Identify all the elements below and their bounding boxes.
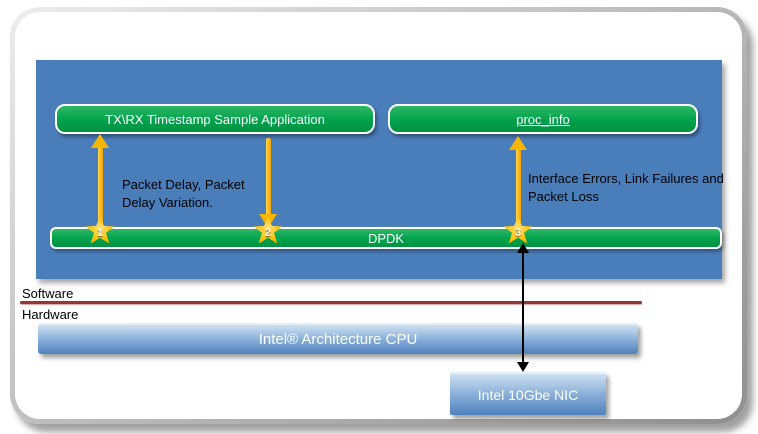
- dpdk-label: DPDK: [367, 230, 405, 246]
- proc-info-label: proc_info: [516, 111, 570, 127]
- cpu-label: Intel® Architecture CPU: [258, 331, 418, 348]
- dpdk-nic-arrow-up-head-icon: [517, 243, 529, 253]
- proc-info-box: proc_info: [388, 104, 698, 134]
- up-arrow-3-head-icon: [509, 136, 527, 150]
- cpu-bar: Intel® Architecture CPU: [38, 323, 638, 354]
- software-layer-label: Software: [22, 286, 74, 301]
- up-arrow-3-line: [516, 149, 521, 227]
- dpdk-nic-arrow-line: [522, 252, 524, 364]
- star-2-number: 2: [264, 226, 272, 239]
- up-arrow-1-line: [98, 147, 103, 227]
- up-arrow-1-head-icon: [91, 134, 109, 148]
- nic-box: Intel 10Gbe NIC: [450, 372, 606, 415]
- dpdk-nic-arrow-down-head-icon: [517, 362, 529, 372]
- timestamp-app-label: TX\RX Timestamp Sample Application: [105, 111, 325, 127]
- nic-label: Intel 10Gbe NIC: [477, 386, 579, 403]
- interface-errors-note: Interface Errors, Link Failures and Pack…: [528, 171, 724, 204]
- packet-delay-note: Packet Delay, Packet Delay Variation.: [122, 177, 245, 210]
- down-arrow-2-line: [266, 138, 271, 216]
- star-1-number: 1: [96, 226, 104, 239]
- dpdk-bar: DPDK: [50, 227, 722, 249]
- timestamp-app-box: TX\RX Timestamp Sample Application: [55, 104, 375, 134]
- star-3-number: 3: [514, 226, 522, 239]
- hardware-layer-label: Hardware: [22, 307, 79, 322]
- software-hardware-divider: [20, 301, 642, 304]
